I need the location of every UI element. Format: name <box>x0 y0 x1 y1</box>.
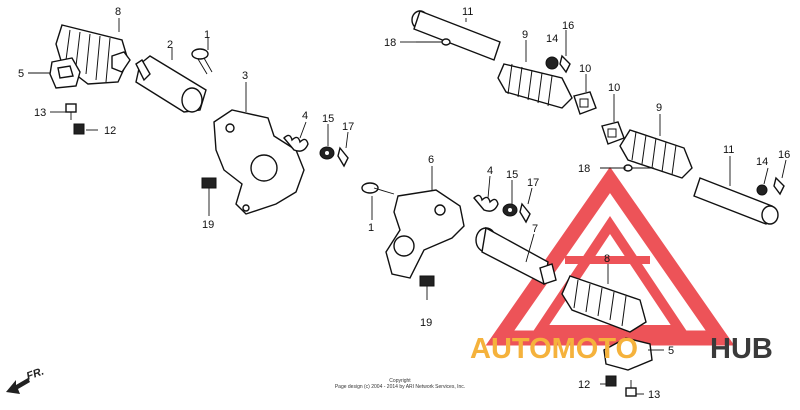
callout-5-left: 5 <box>18 68 24 80</box>
part-3-bracket-left[interactable] <box>213 109 305 215</box>
part-9-rubber-mid[interactable] <box>619 129 693 179</box>
part-10-plate-mid[interactable] <box>601 121 625 145</box>
watermark-wordmark: AUTOMOTO HUB <box>470 333 773 365</box>
part-1-pin-left[interactable] <box>191 48 213 75</box>
part-13-bolt-right[interactable] <box>625 380 637 397</box>
callout-16-upper: 16 <box>562 20 574 32</box>
copyright-line-2: Page design (c) 2004 - 2014 by ARI Netwo… <box>335 384 465 390</box>
front-direction-indicator: FR. <box>6 365 46 394</box>
callout-3-left: 3 <box>242 70 248 82</box>
part-7-footpeg-bar-right[interactable] <box>475 226 557 286</box>
callout-10-upper: 10 <box>579 63 591 75</box>
part-4-spring-right[interactable] <box>473 194 499 212</box>
part-16-cotter-upper[interactable] <box>559 54 571 74</box>
copyright-notice: Copyright Page design (c) 2004 - 2014 by… <box>335 378 465 390</box>
callout-17-right: 17 <box>527 177 539 189</box>
front-arrow-icon <box>6 378 30 394</box>
part-18-pin-upper[interactable] <box>416 38 451 46</box>
part-12-bolt-right[interactable] <box>605 375 617 387</box>
callout-19-left: 19 <box>202 219 214 231</box>
part-13-bolt-left[interactable] <box>65 103 77 120</box>
callout-1-left: 1 <box>204 29 210 41</box>
callout-19-right: 19 <box>420 317 432 329</box>
callout-6-right: 6 <box>428 154 434 166</box>
callout-14-upper: 14 <box>546 33 558 45</box>
callout-12-left: 12 <box>104 125 116 137</box>
callout-15-left: 15 <box>322 113 334 125</box>
callout-labels: 8 2 1 3 5 13 12 4 15 17 19 11 18 9 14 16… <box>18 6 790 401</box>
callout-9-mid: 9 <box>656 102 662 114</box>
callout-4-right: 4 <box>487 165 493 177</box>
part-15-washer-right[interactable] <box>502 203 518 217</box>
callout-10-mid: 10 <box>608 82 620 94</box>
callout-11-mid: 11 <box>723 144 734 156</box>
part-15-washer-left[interactable] <box>319 146 335 160</box>
part-2-footpeg-bar-left[interactable] <box>135 55 207 113</box>
callout-14-mid: 14 <box>756 156 768 168</box>
callout-16-mid: 16 <box>778 149 790 161</box>
part-1-pin-right[interactable] <box>361 182 395 195</box>
part-11-pivot-pin-upper[interactable] <box>411 10 501 61</box>
part-12-bolt-left[interactable] <box>73 123 85 135</box>
callout-12-right: 12 <box>578 379 590 391</box>
callout-7-right: 7 <box>532 223 538 235</box>
part-16-cotter-mid[interactable] <box>773 176 785 196</box>
part-8-footpeg-rubber-right[interactable] <box>561 275 647 333</box>
part-14-washer-mid[interactable] <box>756 184 768 196</box>
part-17-cotter-right[interactable] <box>519 202 531 224</box>
callout-5-right: 5 <box>668 345 674 357</box>
part-6-bracket-right[interactable] <box>385 189 465 279</box>
copyright-line-1: Copyright <box>389 378 411 384</box>
part-5-end-cap-left[interactable] <box>49 57 81 89</box>
callout-4-left: 4 <box>302 110 308 122</box>
callout-11-upper: 11 <box>462 6 473 18</box>
callout-13-right: 13 <box>648 389 660 401</box>
part-10-plate-upper[interactable] <box>573 91 597 115</box>
part-19-bolt-left[interactable] <box>201 177 217 208</box>
part-9-rubber-upper[interactable] <box>497 63 573 109</box>
callout-1-right: 1 <box>368 222 374 234</box>
watermark-text-automoto: AUTOMOTO <box>470 333 638 365</box>
callout-17-left: 17 <box>342 121 354 133</box>
callout-9-upper: 9 <box>522 29 528 41</box>
callout-18-mid: 18 <box>578 163 590 175</box>
leader-lines <box>28 18 787 395</box>
part-14-washer-upper[interactable] <box>545 56 559 70</box>
part-5-end-cap-right[interactable] <box>603 337 653 371</box>
part-4-spring-left[interactable] <box>283 134 309 152</box>
part-17-cotter-pin-left[interactable] <box>337 146 349 168</box>
callout-15-right: 15 <box>506 169 518 181</box>
callout-8-right: 8 <box>604 253 610 265</box>
callout-13-left: 13 <box>34 107 46 119</box>
part-11-pivot-pin-mid[interactable] <box>693 177 779 225</box>
callout-8-left: 8 <box>115 6 121 18</box>
watermark-text-hub: HUB <box>710 333 773 365</box>
callout-18-upper: 18 <box>384 37 396 49</box>
part-19-bolt-right[interactable] <box>419 275 435 300</box>
front-direction-label: FR. <box>25 365 46 382</box>
callout-2-left: 2 <box>167 39 173 51</box>
